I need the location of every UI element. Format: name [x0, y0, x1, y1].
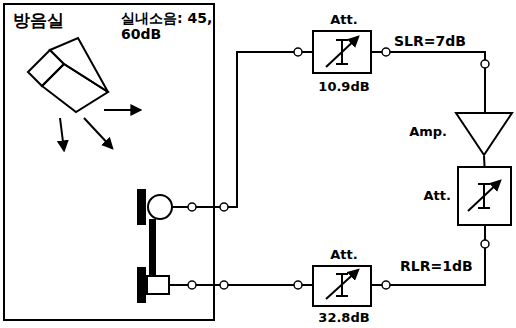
attenuator-value: 32.8dB [294, 311, 394, 326]
wire [215, 52, 312, 207]
amplifier-outline [455, 112, 513, 156]
amplifier-name: Amp. [397, 125, 447, 140]
wire [372, 226, 485, 285]
wire [372, 52, 485, 112]
attenuator-value: 10.9dB [294, 80, 394, 95]
attenuator-name: Att. [403, 189, 451, 204]
terminal-circles [188, 48, 489, 289]
wire [483, 156, 486, 166]
attenuator-name: Att. [294, 13, 394, 28]
attenuator-box: Att.32.8dB [312, 265, 372, 307]
noise-note: 실내소음: 45, 60dB [121, 10, 213, 42]
room-box: 방음실 실내소음: 45, 60dB [3, 3, 215, 321]
loudness-rating: RLR=1dB [398, 258, 475, 274]
room-title: 방음실 [13, 11, 64, 31]
loudspeaker [28, 38, 140, 150]
amplifier-triangle: Amp. [455, 112, 513, 156]
attenuator-box: Att. [457, 166, 512, 226]
telephone-handset [138, 190, 215, 302]
attenuator-box: Att.10.9dB [312, 30, 372, 74]
attenuator-name: Att. [294, 248, 394, 263]
loudness-rating: SLR=7dB [392, 33, 468, 49]
